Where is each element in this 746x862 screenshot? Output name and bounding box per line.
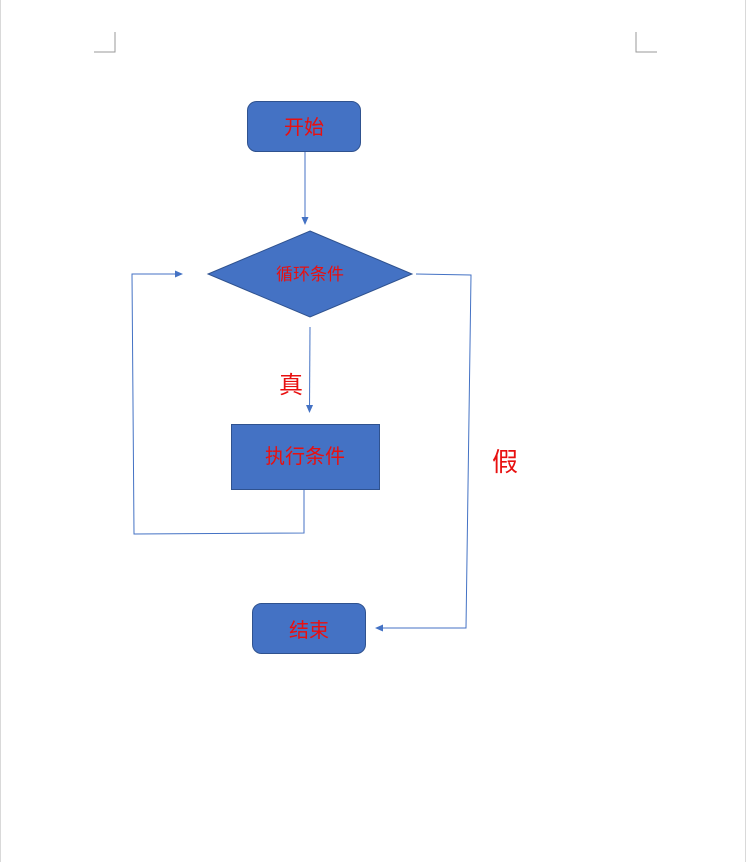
connector-loop-back (131, 270, 305, 535)
connector-condition-true (306, 326, 314, 413)
execute-node (231, 424, 380, 490)
true-branch-label: 真 (279, 371, 303, 399)
start-node-label: 开始 (284, 115, 324, 139)
end-node (252, 603, 366, 654)
page-corner-mark-top-left (94, 32, 116, 53)
execute-node-label: 执行条件 (265, 444, 345, 468)
end-node-label: 结束 (289, 618, 329, 642)
start-node (247, 101, 361, 152)
connector-condition-false (375, 273, 472, 632)
false-branch-label: 假 (492, 448, 518, 478)
page-corner-mark-top-right (635, 32, 657, 53)
loop-condition-node-label: 循环条件 (276, 265, 344, 285)
loop-condition-node (206, 230, 414, 318)
